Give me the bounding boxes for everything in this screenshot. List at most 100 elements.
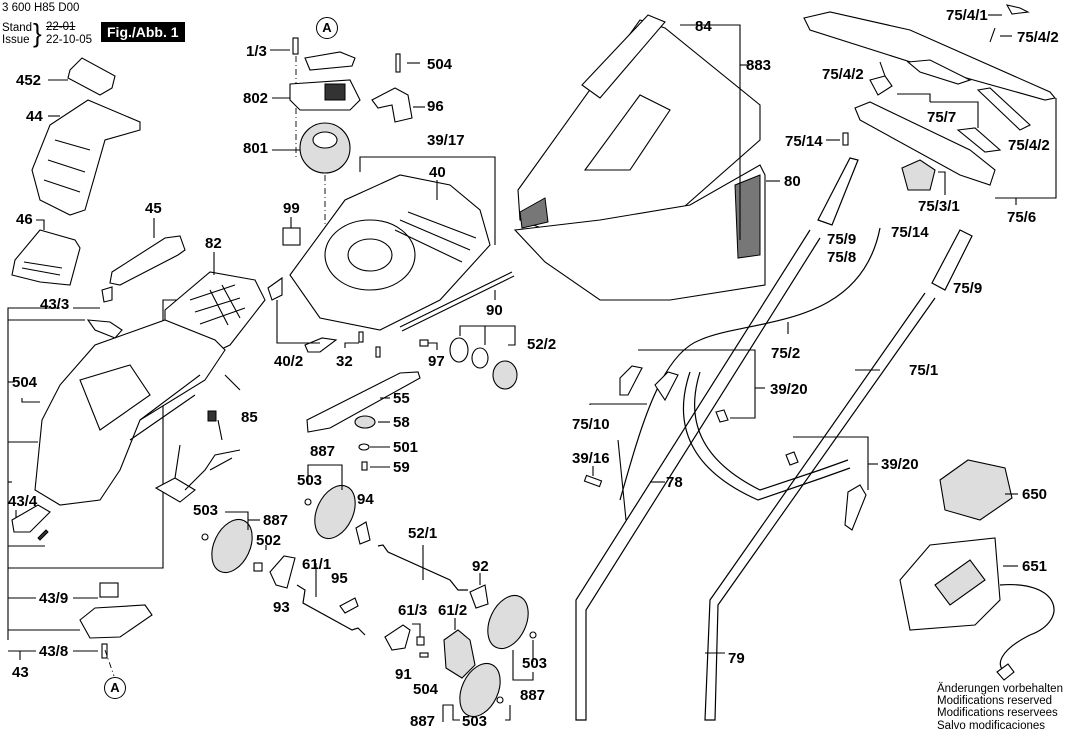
label-887-c: 887 bbox=[520, 687, 546, 704]
label-75-7: 75/7 bbox=[927, 109, 957, 126]
figure-label: Fig./Abb. 1 bbox=[101, 22, 185, 42]
label-80: 80 bbox=[784, 173, 801, 190]
label-79: 79 bbox=[728, 650, 745, 667]
part-78-bow bbox=[617, 371, 851, 521]
label-75-4-2-b: 75/4/2 bbox=[822, 66, 864, 83]
label-43: 43 bbox=[12, 664, 29, 681]
part-61-1-rod bbox=[296, 563, 366, 636]
label-43-9: 43/9 bbox=[39, 590, 69, 607]
part-99-block bbox=[282, 217, 301, 246]
label-501: 501 bbox=[393, 439, 419, 456]
label-95: 95 bbox=[331, 570, 348, 587]
label-58: 58 bbox=[393, 414, 410, 431]
label-85: 85 bbox=[241, 409, 258, 426]
note-line-en: Modifications reserved bbox=[937, 695, 1053, 708]
label-503-c: 503 bbox=[522, 655, 548, 672]
part-45-handle bbox=[109, 218, 186, 286]
old-date: 22-01 bbox=[46, 21, 76, 33]
part-1-3-screw bbox=[270, 37, 299, 160]
reference-marker-a-bottom: A bbox=[104, 677, 126, 699]
label-45: 45 bbox=[145, 200, 162, 217]
reference-marker-a-top: A bbox=[316, 17, 338, 39]
label-502: 502 bbox=[256, 532, 282, 549]
label-452: 452 bbox=[16, 72, 42, 89]
doc-number: 3 600 H85 D00 bbox=[2, 2, 80, 14]
label-96: 96 bbox=[427, 98, 444, 115]
label-78: 78 bbox=[666, 474, 683, 491]
label-97: 97 bbox=[428, 353, 445, 370]
label-32: 32 bbox=[336, 353, 353, 370]
part-44-cover bbox=[31, 99, 141, 216]
part-501-washer bbox=[358, 443, 390, 451]
label-75-14-b: 75/14 bbox=[891, 224, 929, 241]
part-504-screw-top bbox=[395, 53, 420, 73]
part-40-2-flaps bbox=[267, 276, 338, 353]
issue-label: Issue bbox=[2, 34, 30, 46]
bracket-lines-43 bbox=[7, 299, 190, 660]
label-61-3: 61/3 bbox=[398, 602, 428, 619]
label-802: 802 bbox=[243, 90, 269, 107]
brace-symbol: } bbox=[33, 18, 42, 48]
label-61-1: 61/1 bbox=[302, 556, 332, 573]
label-887-a: 887 bbox=[310, 443, 336, 460]
part-43-4-clip bbox=[11, 504, 51, 541]
part-43-housing bbox=[34, 286, 241, 506]
label-503-d: 503 bbox=[462, 713, 488, 730]
part-75-6-handle-top bbox=[803, 4, 1057, 205]
part-97-screw bbox=[419, 339, 438, 350]
note-line-fr: Modifications reservees bbox=[937, 707, 1058, 720]
label-650: 650 bbox=[1022, 486, 1048, 503]
note-line-es: Salvo modificaciones bbox=[937, 719, 1046, 732]
part-90-axle bbox=[399, 271, 515, 332]
part-92-bracket bbox=[469, 573, 489, 609]
label-503-b: 503 bbox=[193, 502, 219, 519]
label-40-2: 40/2 bbox=[274, 353, 304, 370]
part-55-blade bbox=[306, 371, 421, 433]
wheel-887-c bbox=[487, 594, 537, 681]
part-52-2-hinge bbox=[449, 325, 518, 390]
label-801: 801 bbox=[243, 140, 269, 157]
part-59-bolt bbox=[361, 461, 390, 471]
label-44: 44 bbox=[26, 108, 43, 125]
part-40-deck bbox=[289, 156, 496, 331]
part-43-base-plate bbox=[79, 604, 153, 659]
label-75-9-b: 75/9 bbox=[953, 280, 983, 297]
label-504-top: 504 bbox=[427, 56, 453, 73]
label-52-2: 52/2 bbox=[527, 336, 557, 353]
label-39-20-a: 39/20 bbox=[770, 381, 808, 398]
part-39-20-knobs bbox=[583, 349, 878, 531]
label-504-bottom: 504 bbox=[413, 681, 439, 698]
label-46: 46 bbox=[16, 211, 33, 228]
label-503-a: 503 bbox=[297, 472, 323, 489]
label-504-left: 504 bbox=[12, 374, 38, 391]
label-43-8: 43/8 bbox=[39, 643, 69, 660]
label-59: 59 bbox=[393, 459, 410, 476]
part-43-9-switch bbox=[99, 582, 119, 598]
label-39-17: 39/17 bbox=[427, 132, 465, 149]
label-75-8: 75/8 bbox=[827, 249, 857, 266]
part-32-screws bbox=[344, 331, 381, 358]
part-802-controller bbox=[272, 51, 361, 111]
label-75-6: 75/6 bbox=[1007, 209, 1037, 226]
part-96-guard bbox=[371, 87, 425, 123]
label-75-4-2-c: 75/4/2 bbox=[1008, 137, 1050, 154]
label-82: 82 bbox=[205, 235, 222, 252]
label-39-20-b: 39/20 bbox=[881, 456, 919, 473]
label-75-2: 75/2 bbox=[771, 345, 801, 362]
part-91-bracket bbox=[384, 623, 429, 658]
label-84: 84 bbox=[695, 18, 712, 35]
part-61-2-lever bbox=[443, 618, 476, 679]
part-58-hub bbox=[354, 415, 390, 429]
label-39-16: 39/16 bbox=[572, 450, 610, 467]
label-883: 883 bbox=[746, 57, 772, 74]
switch-wiring bbox=[154, 444, 241, 503]
label-75-4-1: 75/4/1 bbox=[946, 7, 988, 24]
part-452-badge bbox=[48, 57, 116, 96]
part-46-cover bbox=[11, 219, 81, 286]
part-651-charger bbox=[899, 537, 1055, 681]
modifications-note: Änderungen vorbehalten Modifications res… bbox=[937, 683, 1063, 732]
ref-dash-A-bottom bbox=[104, 649, 115, 677]
label-93: 93 bbox=[273, 599, 290, 616]
note-line-de: Änderungen vorbehalten bbox=[937, 683, 1063, 695]
